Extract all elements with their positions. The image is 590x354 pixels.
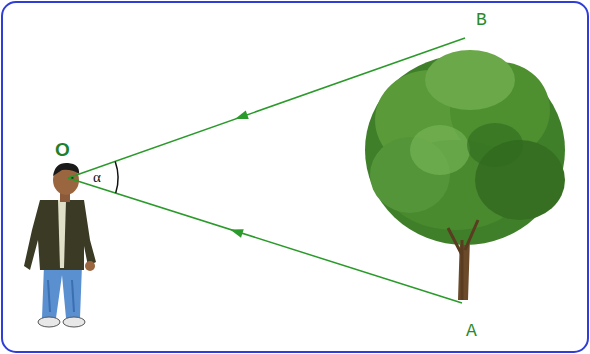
arrow-head [229,225,244,238]
point-label: B [476,11,487,29]
angle-arc [115,161,118,193]
angle-label: α [93,170,101,185]
person [24,163,96,327]
sight-line [68,38,465,178]
sight-line [68,178,462,303]
tree [365,50,565,300]
point-label: A [466,322,477,340]
point-label: O [55,140,70,159]
arrow-head [234,110,249,123]
